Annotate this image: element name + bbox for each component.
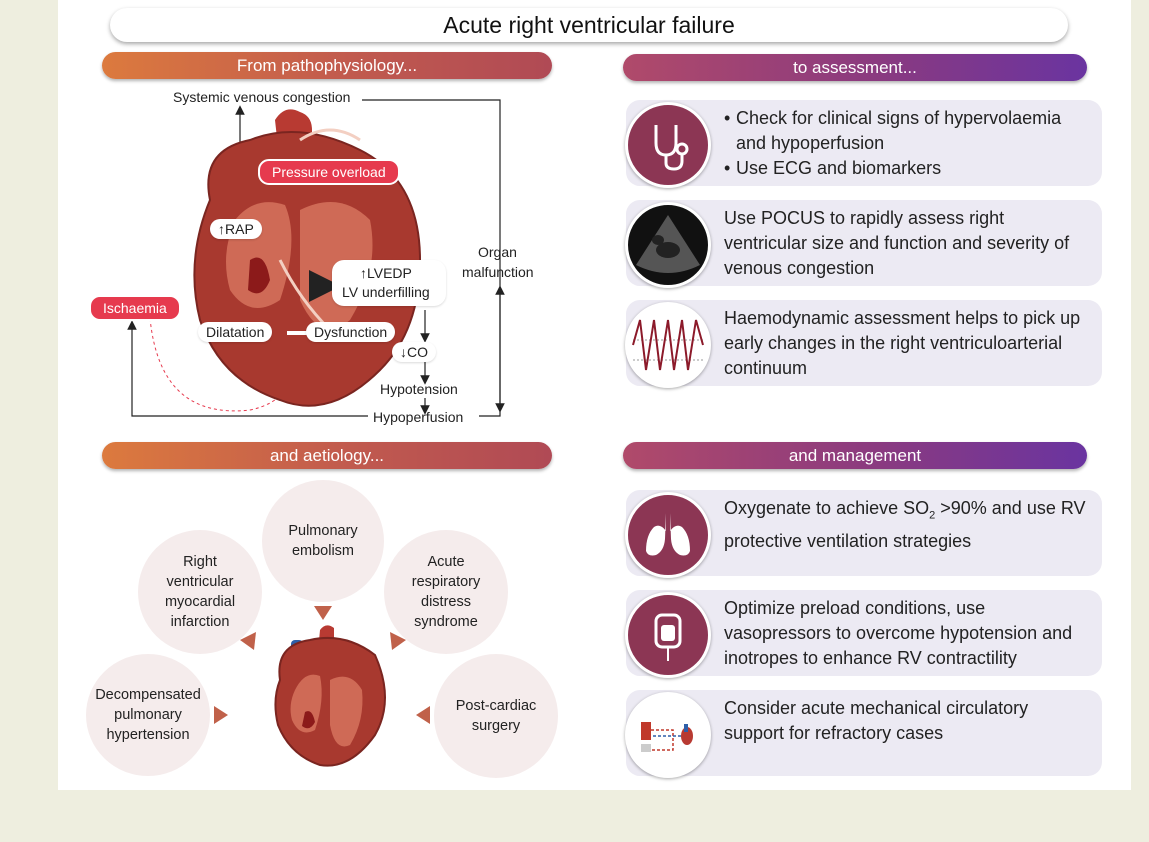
aetiology-ards: Acute respiratory distress syndrome <box>384 530 508 654</box>
label-lvedp: ↑LVEDP <box>360 265 412 281</box>
arrow-from-rv-infarction <box>240 632 256 650</box>
label-dysfunction: Dysfunction <box>306 322 396 342</box>
assessment-bullet-2: •Use ECG and biomarkers <box>724 158 942 178</box>
label-hypotension: Hypotension <box>380 381 458 397</box>
arrow-from-post-cardiac-surgery <box>416 706 430 724</box>
waveform-icon <box>625 302 711 388</box>
label-organ: Organ <box>478 244 517 260</box>
management-text-oxygenate: Oxygenate to achieve SO2 >90% and use RV… <box>724 498 1086 551</box>
management-card-circulatory-support: Consider acute mechanical circulatory su… <box>625 690 1102 778</box>
label-dilatation: Dilatation <box>198 322 273 342</box>
aetiology-post-cardiac-surgery: Post-cardiac surgery <box>434 654 558 778</box>
assessment-card-clinical-signs: •Check for clinical signs of hypervolaem… <box>625 100 1102 188</box>
management-text-preload: Optimize preload conditions, use vasopre… <box>724 598 1073 668</box>
lungs-icon <box>625 492 711 578</box>
ultrasound-icon <box>625 202 711 288</box>
arrow-from-decompensated-ph <box>214 706 228 724</box>
label-ischaemia: Ischaemia <box>89 295 181 321</box>
aetiology-decompensated-ph: Decompensated pulmonary hypertension <box>86 654 210 776</box>
section-header-aetiology: and aetiology... <box>102 442 552 469</box>
arrow-from-ards <box>390 632 406 650</box>
management-text-circulatory-support: Consider acute mechanical circulatory su… <box>724 698 1029 743</box>
aetiology-rv-infarction: Right ventricular myocardial infarction <box>138 530 262 654</box>
label-systemic-venous-congestion: Systemic venous congestion <box>173 89 351 105</box>
section-header-assessment: to assessment... <box>623 54 1087 81</box>
label-lv-underfilling: LV underfilling <box>342 284 430 300</box>
section-header-management: and management <box>623 442 1087 469</box>
aetiology-pulmonary-embolism: Pulmonary embolism <box>262 480 384 602</box>
stethoscope-icon <box>625 102 711 188</box>
label-pressure-overload: Pressure overload <box>258 159 400 185</box>
assessment-text-pocus: Use POCUS to rapidly assess right ventri… <box>724 208 1070 278</box>
assessment-card-pocus: Use POCUS to rapidly assess right ventri… <box>625 200 1102 288</box>
label-malfunction: malfunction <box>462 264 534 280</box>
arrow-from-pulmonary-embolism <box>314 606 332 620</box>
iv-bag-icon <box>625 592 711 678</box>
management-card-oxygenate: Oxygenate to achieve SO2 >90% and use RV… <box>625 490 1102 578</box>
label-rap: ↑RAP <box>210 219 262 239</box>
lvedp-box: ↑LVEDP LV underfilling <box>332 260 446 306</box>
label-hypoperfusion: Hypoperfusion <box>373 409 464 425</box>
section-header-pathophysiology: From pathophysiology... <box>102 52 552 79</box>
management-card-preload: Optimize preload conditions, use vasopre… <box>625 590 1102 678</box>
label-co: ↓CO <box>392 342 436 362</box>
assessment-bullet-1: •Check for clinical signs of hypervolaem… <box>724 108 1062 153</box>
page-title: Acute right ventricular failure <box>110 8 1068 42</box>
small-heart-illustration <box>274 625 386 767</box>
assessment-card-haemodynamic: Haemodynamic assessment helps to pick up… <box>625 300 1102 388</box>
assessment-text-haemodynamic: Haemodynamic assessment helps to pick up… <box>724 308 1081 378</box>
circulatory-support-icon <box>625 692 711 778</box>
